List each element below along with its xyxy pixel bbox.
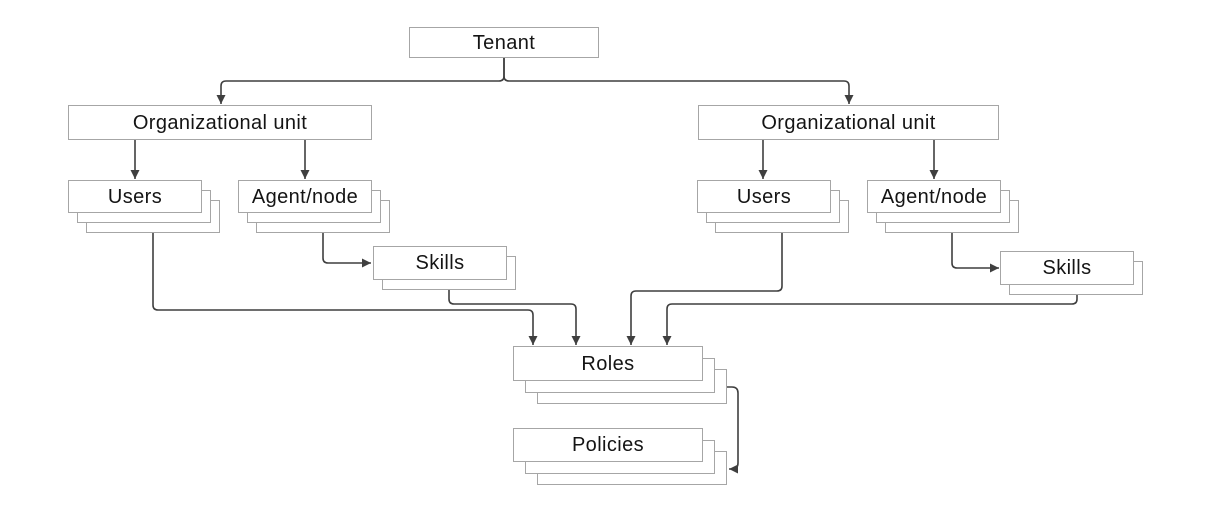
node-label: Skills — [1042, 257, 1092, 279]
node-label: Organizational unit — [132, 111, 308, 134]
edge-agent-left-to-skills-left — [322, 233, 371, 268]
edge-tenant-to-ou-right — [503, 58, 854, 104]
node-box: Agent/node — [238, 180, 372, 213]
node-label: Tenant — [472, 31, 536, 54]
node-box: Users — [68, 180, 202, 213]
node-label: Agent/node — [251, 185, 359, 208]
node-box: Organizational unit — [698, 105, 999, 140]
node-box: Policies — [513, 428, 703, 462]
node-box: Users — [697, 180, 831, 213]
edge-agent-right-to-skills-right — [951, 233, 999, 273]
node-organizational-unit-left: Organizational unit — [68, 105, 372, 140]
node-skills-left: Skills — [373, 246, 516, 290]
node-box: Roles — [513, 346, 703, 381]
node-box: Organizational unit — [68, 105, 372, 140]
node-label: Policies — [571, 434, 645, 456]
node-policies: Policies — [513, 428, 727, 485]
node-agent-node-right: Agent/node — [867, 180, 1019, 233]
node-skills-right: Skills — [1000, 251, 1143, 295]
edge-skills-left-to-roles — [448, 290, 581, 345]
node-agent-node-left: Agent/node — [238, 180, 390, 233]
node-tenant: Tenant — [409, 27, 599, 58]
node-users-right: Users — [697, 180, 849, 233]
node-label: Users — [736, 185, 792, 208]
edge-roles-to-policies — [727, 386, 739, 474]
node-roles: Roles — [513, 346, 727, 404]
node-box: Tenant — [409, 27, 599, 58]
node-box: Agent/node — [867, 180, 1001, 213]
node-label: Skills — [415, 252, 465, 274]
node-label: Users — [107, 185, 163, 208]
edge-skills-right-to-roles — [662, 295, 1078, 345]
node-users-left: Users — [68, 180, 220, 233]
node-box: Skills — [373, 246, 507, 280]
node-label: Roles — [581, 352, 635, 375]
edge-users-right-to-roles — [626, 233, 783, 345]
node-label: Organizational unit — [761, 111, 936, 134]
node-organizational-unit-right: Organizational unit — [698, 105, 999, 140]
node-box: Skills — [1000, 251, 1134, 285]
node-label: Agent/node — [880, 185, 988, 208]
edge-tenant-to-ou-left — [216, 58, 505, 104]
